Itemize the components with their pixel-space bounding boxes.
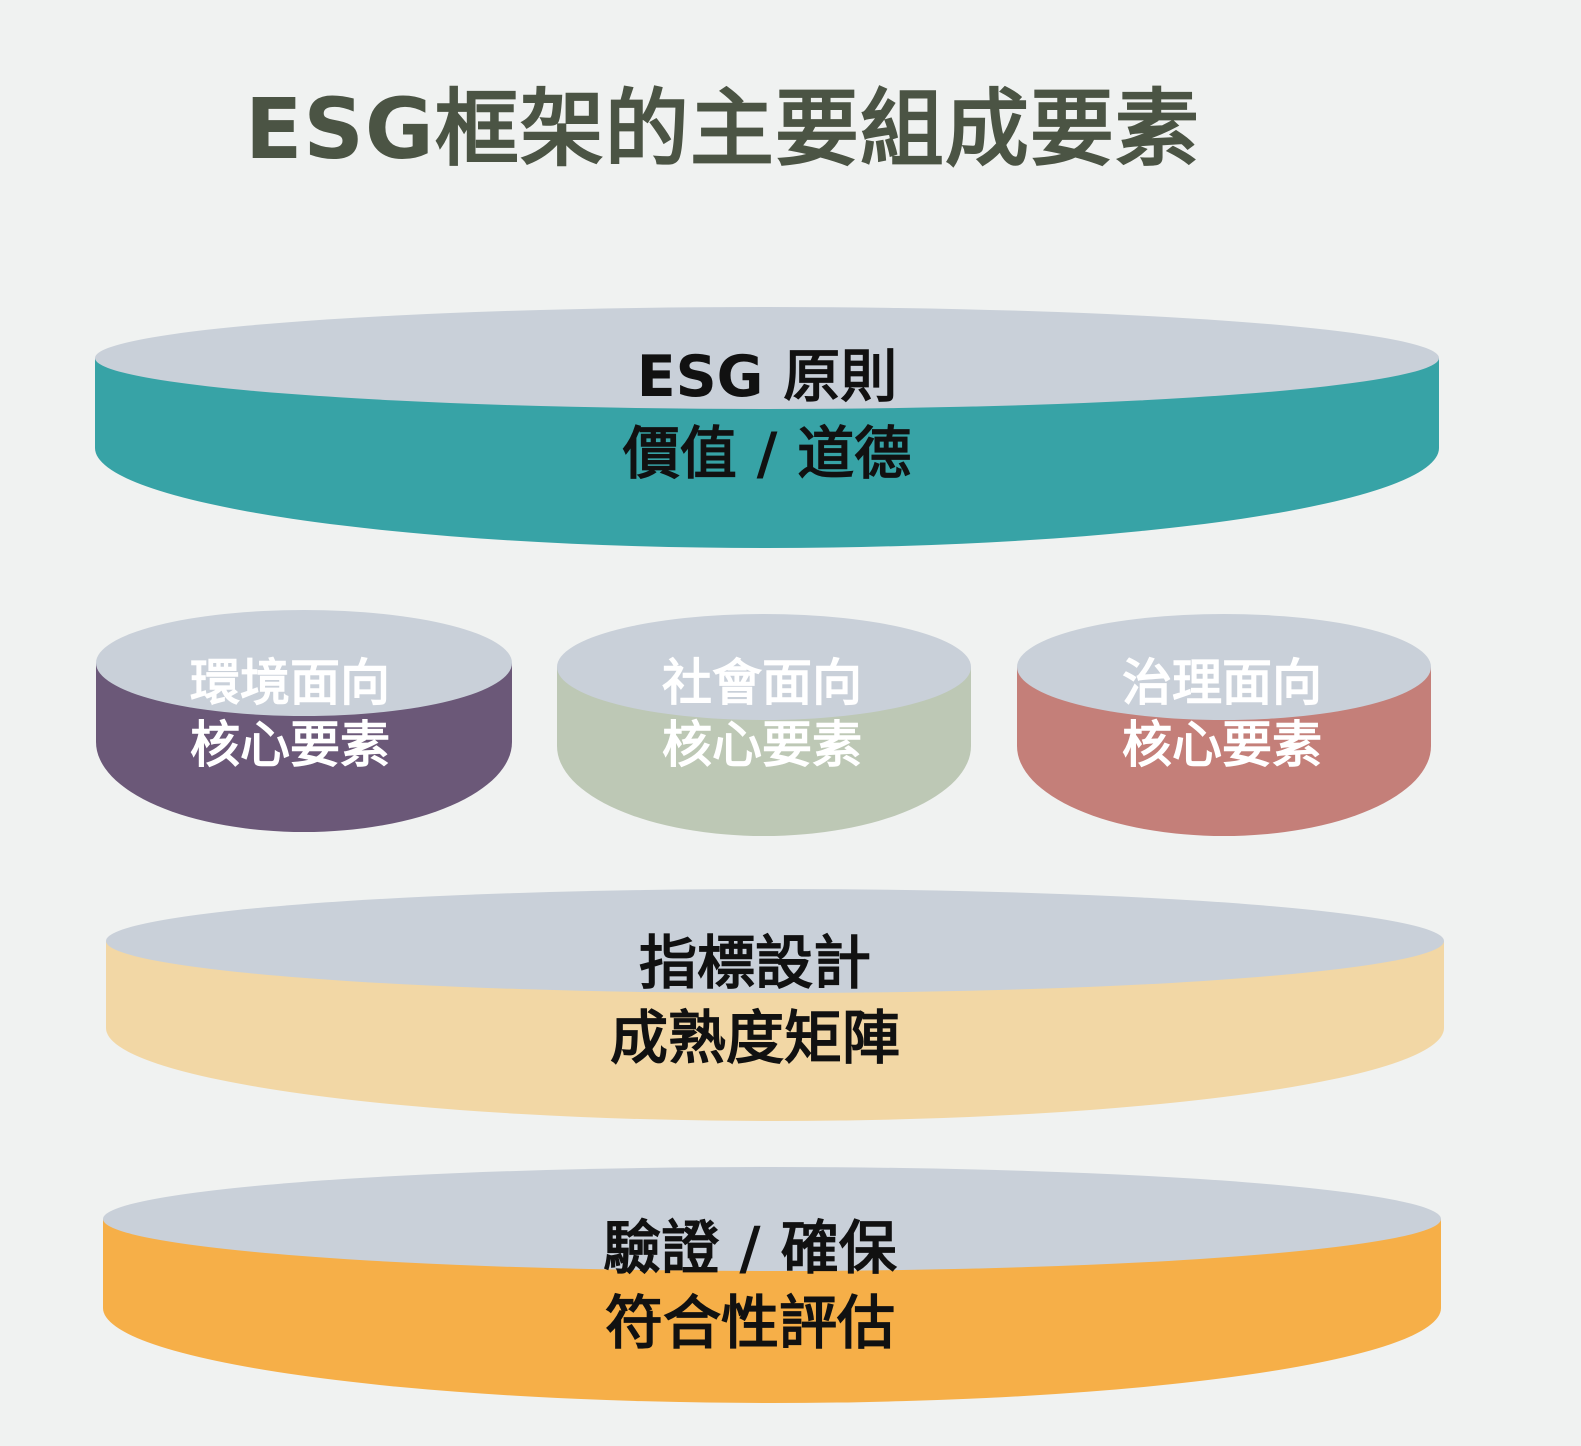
social-disc-top <box>557 614 971 720</box>
page-title: ESG框架的主要組成要素 <box>245 80 1200 178</box>
principles-subtitle: 價值 / 道德 <box>622 421 912 487</box>
governance-disc: 治理面向 核心要素 <box>1017 614 1431 836</box>
principles-disc: ESG 原則 價值 / 道德 <box>95 307 1439 548</box>
assurance-disc-side <box>103 1219 1441 1403</box>
indicators-title: 指標設計 <box>639 929 871 997</box>
environment-disc-top <box>96 610 512 716</box>
environment-title: 環境面向 <box>190 654 390 712</box>
principles-disc-side <box>95 358 1439 548</box>
social-subtitle: 核心要素 <box>662 716 862 774</box>
indicators-disc-top <box>106 889 1444 993</box>
social-title: 社會面向 <box>662 654 862 712</box>
governance-subtitle: 核心要素 <box>1122 716 1322 774</box>
governance-disc-top <box>1017 614 1431 720</box>
indicators-disc: 指標設計 成熟度矩陣 <box>106 889 1444 1121</box>
assurance-disc: 驗證 / 確保 符合性評估 <box>103 1167 1441 1403</box>
assurance-disc-top <box>103 1167 1441 1271</box>
indicators-subtitle: 成熟度矩陣 <box>610 1004 900 1072</box>
environment-disc: 環境面向 核心要素 <box>96 610 512 832</box>
assurance-title: 驗證 / 確保 <box>603 1214 898 1282</box>
environment-subtitle: 核心要素 <box>190 716 390 774</box>
governance-title: 治理面向 <box>1122 654 1322 712</box>
assurance-subtitle: 符合性評估 <box>605 1289 895 1357</box>
principles-title: ESG 原則 <box>637 344 898 410</box>
social-disc: 社會面向 核心要素 <box>557 614 971 836</box>
principles-disc-top <box>95 307 1439 409</box>
